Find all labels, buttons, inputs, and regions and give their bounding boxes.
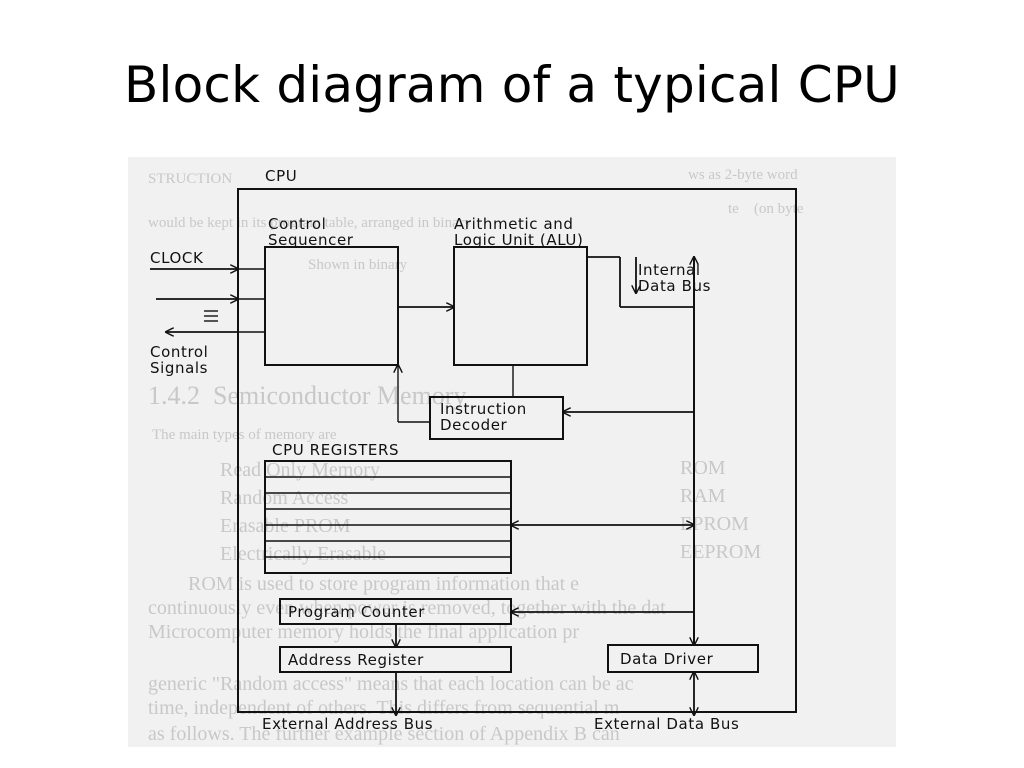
instruction-decoder-label-line2: Decoder <box>440 416 508 434</box>
instruction-decoder-box <box>429 396 564 440</box>
alu-box <box>453 246 588 366</box>
external-data-bus-label: External Data Bus <box>594 715 739 733</box>
internal-data-bus-label-line1: Internal <box>638 261 701 279</box>
multiple-lines-icon <box>204 310 218 322</box>
internal-data-bus-label-line2: Data Bus <box>638 277 711 295</box>
bleed-through-text: generic "Random access" means that each … <box>148 673 634 695</box>
alu-label-line2: Logic Unit (ALU) <box>454 231 583 249</box>
address-register-label: Address Register <box>288 651 424 669</box>
control-signals-label-line2: Signals <box>150 359 208 377</box>
bleed-through-text: The main types of memory are <box>152 427 337 443</box>
bleed-through-text: continuously even when power is removed,… <box>148 597 666 619</box>
bleed-through-text: ROM is used to store program information… <box>188 573 580 595</box>
control-sequencer-box <box>264 246 399 366</box>
cpu-label: CPU <box>265 167 297 185</box>
bleed-through-text: STRUCTION <box>148 171 233 187</box>
program-counter-label: Program Counter <box>288 603 425 621</box>
bleed-through-text: Microcomputer memory holds the final app… <box>148 621 579 643</box>
bleed-through-text: as follows. The further example section … <box>148 723 620 745</box>
instruction-decoder-label-line1: Instruction <box>440 400 527 418</box>
bleed-through-text: Erasable PROM <box>220 515 351 537</box>
scanned-diagram: STRUCTION ws as 2-byte word te (on byte … <box>128 157 896 747</box>
cpu-registers-stack <box>264 460 512 574</box>
data-driver-box <box>607 644 759 673</box>
control-signals-label-line1: Control <box>150 343 208 361</box>
bleed-through-text: Read Only Memory <box>220 459 380 481</box>
clock-label: CLOCK <box>150 249 204 267</box>
bleed-through-text: te (on byte <box>728 201 804 217</box>
slide-title: Block diagram of a typical CPU <box>124 56 900 114</box>
cpu-block-diagram: CPU Control Sequencer Arithmetic and Log… <box>150 167 797 733</box>
bleed-through-text: time, independent of others. This differ… <box>148 697 620 719</box>
bleed-through-text: EEPROM <box>680 541 762 563</box>
control-sequencer-label-line1: Control <box>268 215 326 233</box>
bleed-through-text: Electrically Erasable <box>220 543 387 565</box>
bleed-through-text: 1.4.2 Semiconductor Memory <box>148 381 467 410</box>
data-driver-label: Data Driver <box>620 650 714 668</box>
bleed-through-text: Shown in binary <box>308 257 408 273</box>
bleed-through-text: would be kept in its program table, arra… <box>148 215 472 231</box>
cpu-registers-label: CPU REGISTERS <box>272 441 399 459</box>
alu-label-line1: Arithmetic and <box>454 215 574 233</box>
control-sequencer-label-line2: Sequencer <box>268 231 354 249</box>
external-address-bus-label: External Address Bus <box>262 715 433 733</box>
cpu-outer-box <box>237 188 797 713</box>
bleed-through-text: ws as 2-byte word <box>688 167 798 183</box>
